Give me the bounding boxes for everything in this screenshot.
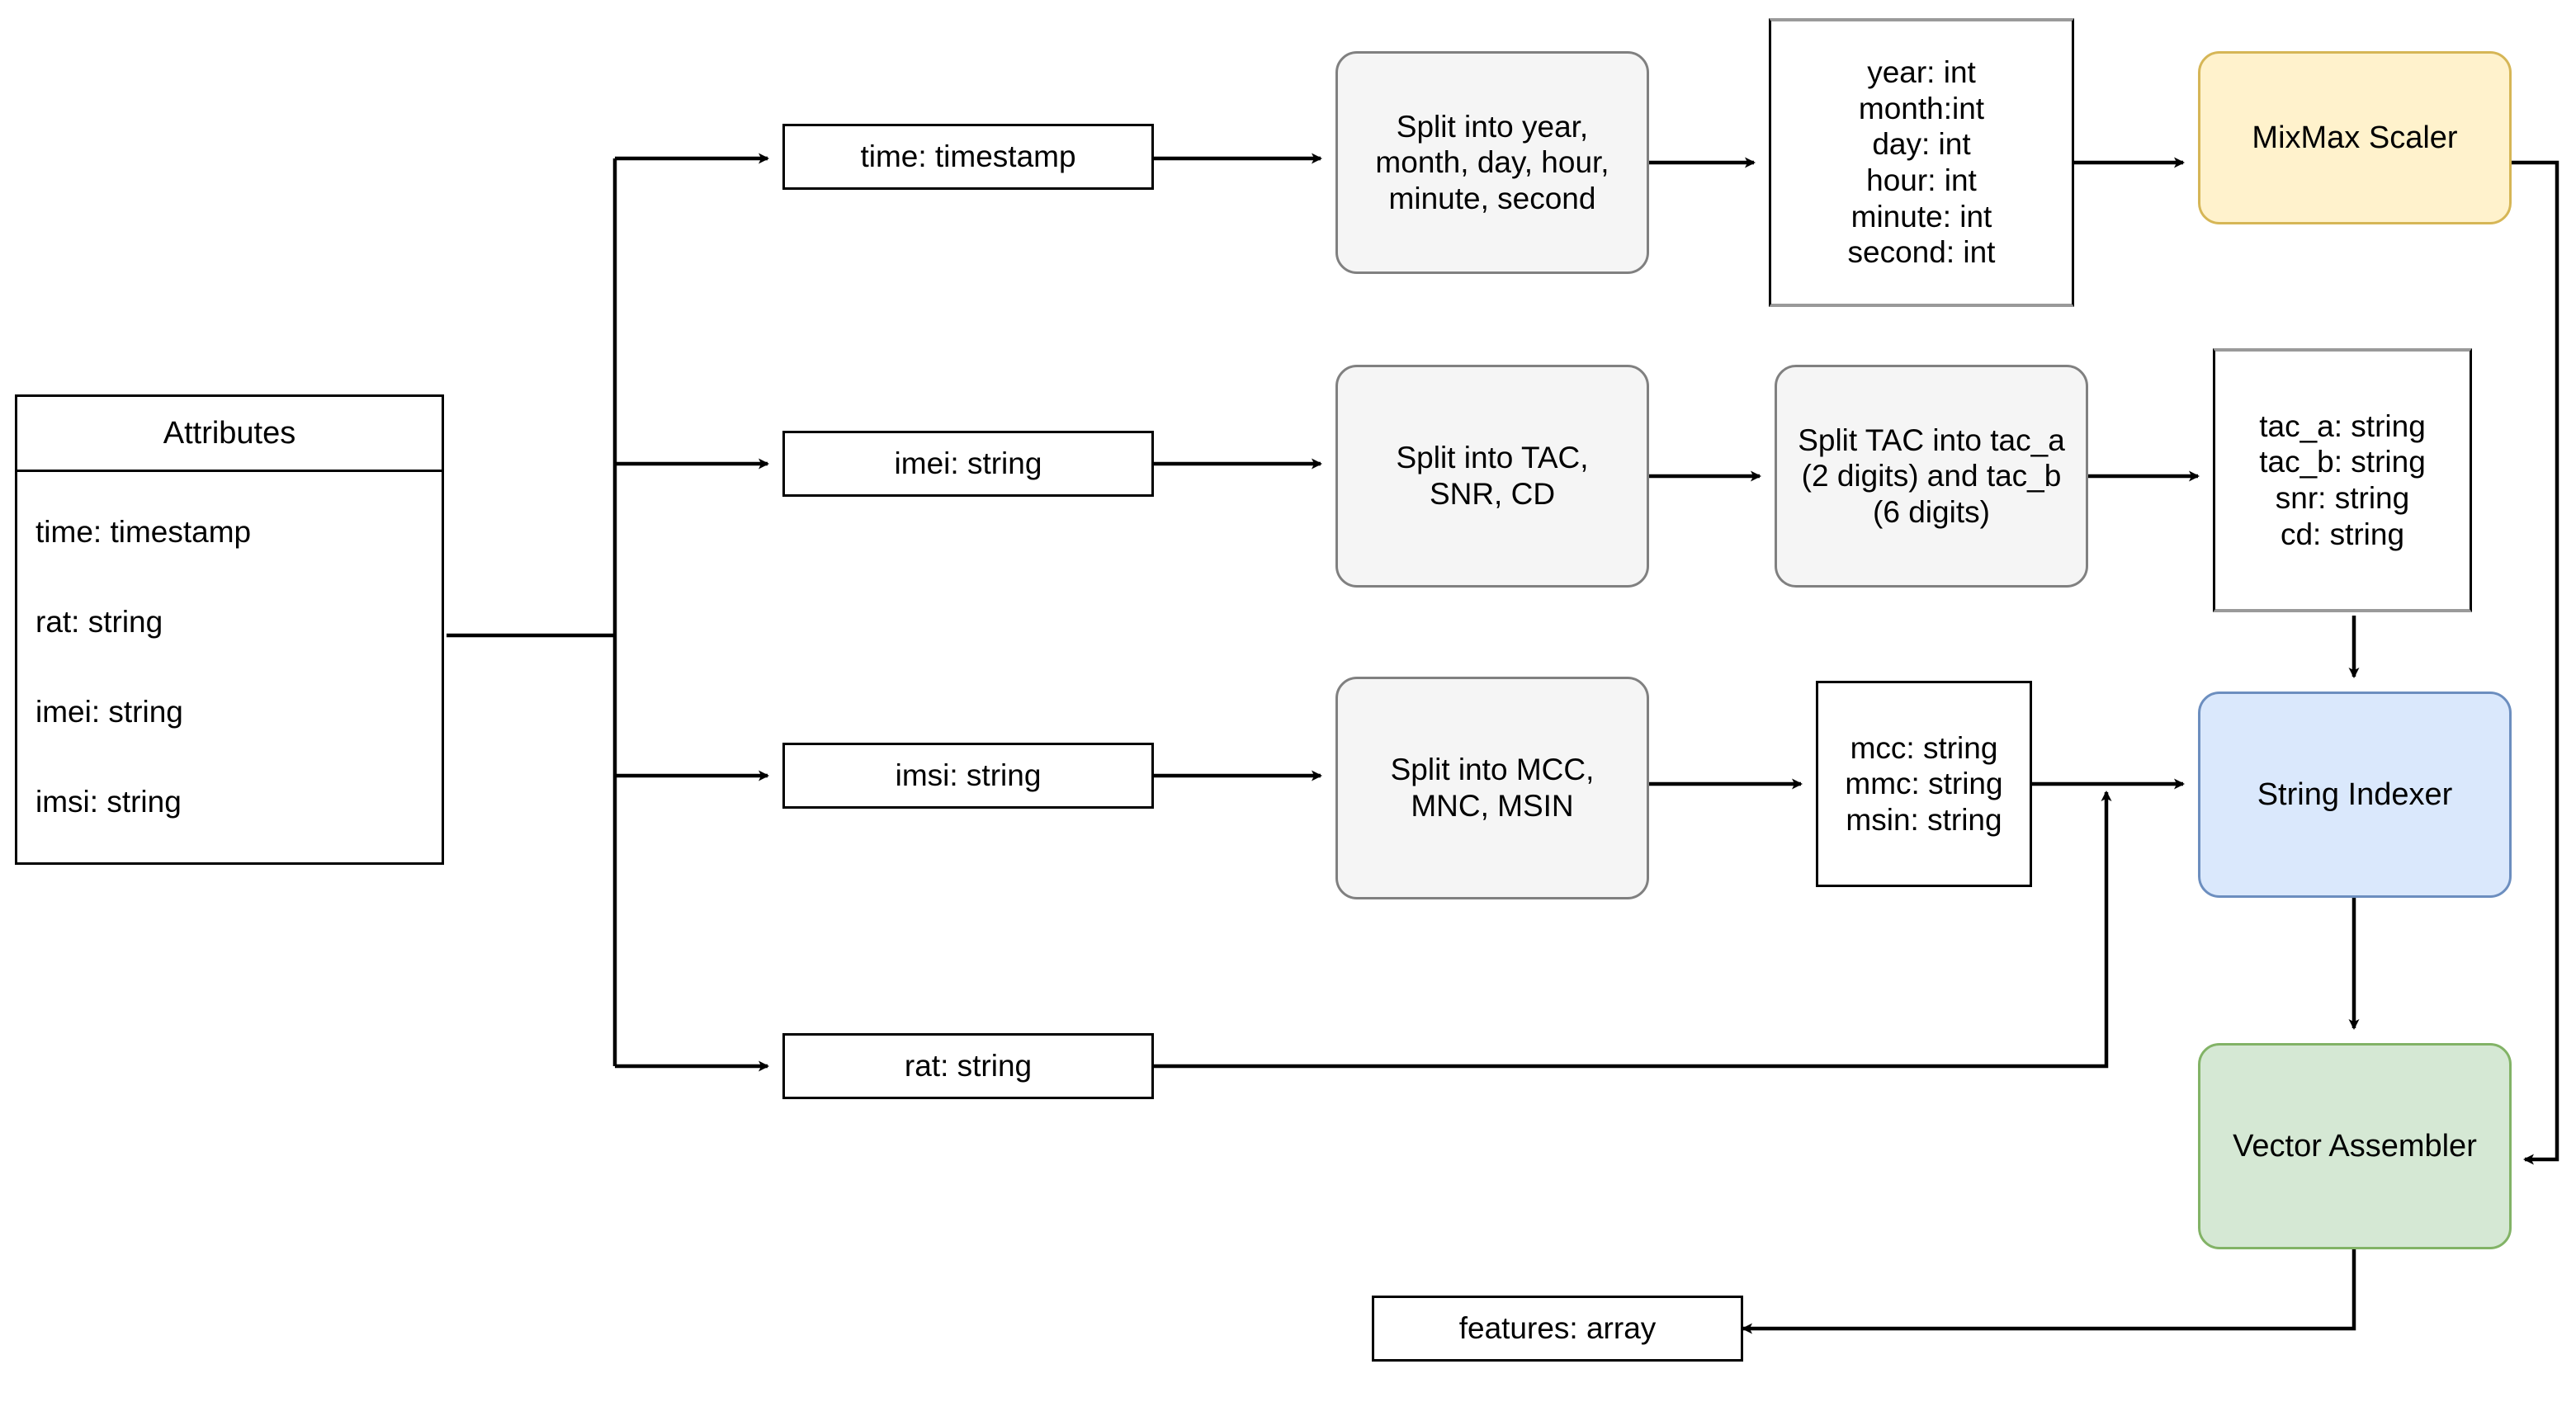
field-mcc: mcc: string (1850, 730, 1998, 765)
attribute-row-imei: imei: string (35, 695, 183, 729)
field-cd: cd: string (2280, 517, 2405, 551)
edge-scaler-to-assembler (2510, 160, 2559, 1165)
field-tac-b: tac_b: string (2259, 445, 2426, 479)
node-vector-assembler[interactable]: Vector Assembler (2198, 1043, 2512, 1249)
field-second: second: int (1847, 235, 1996, 270)
node-split-tac[interactable]: Split TAC into tac_a (2 digits) and tac_… (1775, 365, 2088, 588)
node-imei-string[interactable]: imei: string (782, 431, 1154, 497)
node-time-fields[interactable]: year: int month:int day: int hour: int m… (1769, 18, 2074, 307)
attribute-row-time: time: timestamp (35, 514, 252, 549)
node-string-indexer[interactable]: String Indexer (2198, 692, 2512, 898)
node-features-array[interactable]: features: array (1372, 1296, 1743, 1362)
field-year: year: int (1867, 55, 1976, 90)
node-imsi-fields[interactable]: mcc: string mmc: string msin: string (1816, 681, 2032, 887)
field-mmc: mmc: string (1845, 767, 2003, 801)
node-minmax-scaler[interactable]: MixMax Scaler (2198, 51, 2512, 224)
field-snr: snr: string (2275, 481, 2410, 515)
attribute-row-rat: rat: string (35, 604, 163, 639)
node-split-time[interactable]: Split into year, month, day, hour, minut… (1335, 51, 1649, 274)
field-day: day: int (1872, 127, 1971, 162)
node-split-imei[interactable]: Split into TAC, SNR, CD (1335, 365, 1649, 588)
attributes-entity-title: Attributes (17, 397, 442, 472)
attributes-entity-body: time: timestamp rat: string imei: string… (17, 472, 442, 862)
node-imsi-string[interactable]: imsi: string (782, 743, 1154, 809)
node-time-timestamp[interactable]: time: timestamp (782, 124, 1154, 190)
attribute-row-imsi: imsi: string (35, 785, 182, 819)
field-tac-a: tac_a: string (2259, 408, 2426, 443)
edge-assembler-to-features (1742, 1249, 2356, 1334)
node-imei-fields[interactable]: tac_a: string tac_b: string snr: string … (2213, 348, 2472, 612)
field-month: month:int (1858, 91, 1985, 125)
node-rat-string[interactable]: rat: string (782, 1033, 1154, 1099)
field-msin: msin: string (1846, 802, 2002, 837)
field-hour: hour: int (1866, 163, 1977, 197)
field-minute: minute: int (1850, 199, 1992, 234)
node-split-imsi[interactable]: Split into MCC, MNC, MSIN (1335, 677, 1649, 899)
attributes-entity[interactable]: Attributes time: timestamp rat: string i… (15, 394, 444, 865)
